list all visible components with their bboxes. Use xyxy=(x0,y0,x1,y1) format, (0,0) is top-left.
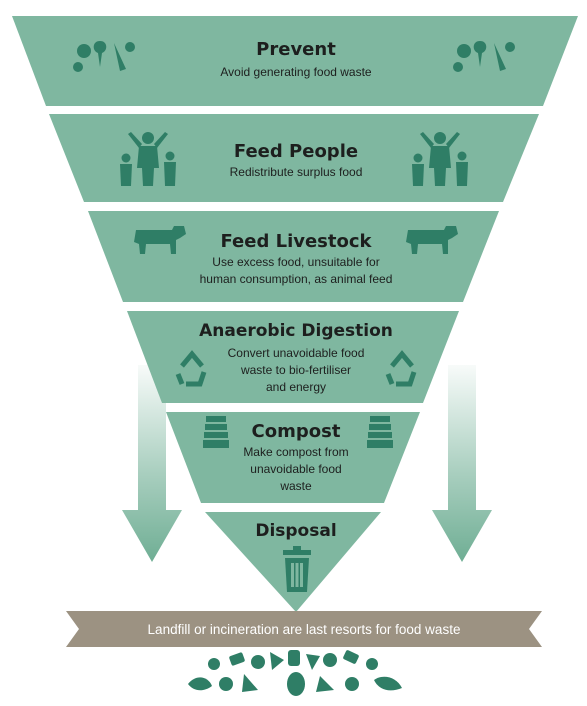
last-resort-banner xyxy=(66,611,542,647)
tier-desc-anaerobic-digestion-line1: Convert unavoidable food xyxy=(228,346,365,360)
tier-title-feed-livestock: Feed Livestock xyxy=(220,231,372,252)
tier-anaerobic-digestion-band xyxy=(127,311,459,403)
food-waste-pile-icon xyxy=(188,650,402,696)
tier-desc-compost-line1: Make compost from xyxy=(243,445,348,459)
tier-desc-anaerobic-digestion-line3: and energy xyxy=(266,380,326,394)
tier-desc-feed-people-line1: Redistribute surplus food xyxy=(230,165,363,179)
trash-bin-icon xyxy=(283,546,311,592)
compost-bin-icon xyxy=(203,416,229,448)
tier-title-feed-people: Feed People xyxy=(234,141,358,162)
tier-desc-feed-livestock-line2: human consumption, as animal feed xyxy=(200,272,393,286)
tier-title-anaerobic-digestion: Anaerobic Digestion xyxy=(199,321,393,341)
tier-desc-compost-line2: unavoidable food xyxy=(250,462,341,476)
left-down-arrow xyxy=(122,365,182,562)
tier-desc-feed-livestock-line1: Use excess food, unsuitable for xyxy=(212,255,379,269)
tier-title-disposal: Disposal xyxy=(255,521,336,541)
compost-bin-icon xyxy=(367,416,393,448)
tier-desc-compost-line3: waste xyxy=(279,479,312,493)
tier-desc-prevent-line1: Avoid generating food waste xyxy=(220,65,372,79)
right-down-arrow xyxy=(432,365,492,562)
tier-title-compost: Compost xyxy=(252,421,341,442)
last-resort-banner-text: Landfill or incineration are last resort… xyxy=(148,622,461,637)
tier-desc-anaerobic-digestion-line2: waste to bio-fertiliser xyxy=(240,363,351,377)
tier-feed-livestock-band xyxy=(88,211,499,302)
tier-compost-band xyxy=(166,412,420,503)
tier-prevent-band xyxy=(12,16,578,106)
tier-title-prevent: Prevent xyxy=(256,39,336,60)
